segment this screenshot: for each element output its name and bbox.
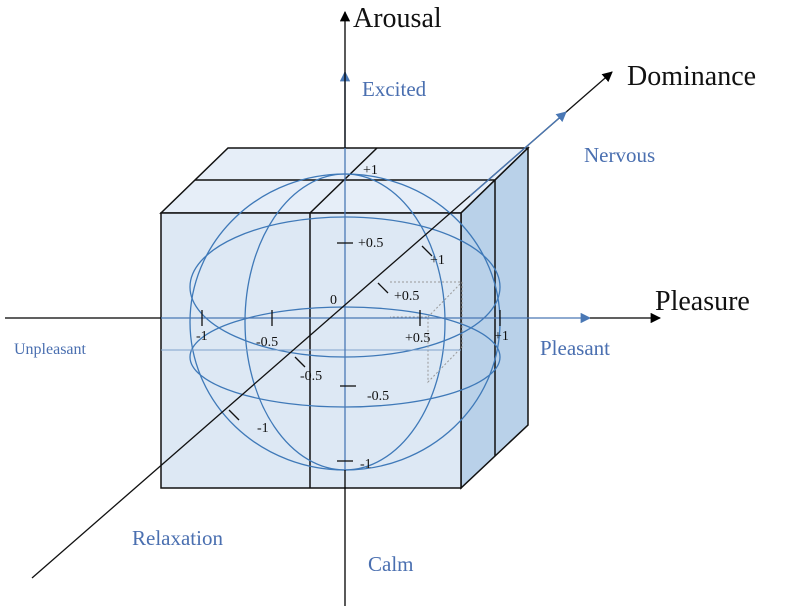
tick-label-dominance-neg1: -1 bbox=[257, 421, 269, 436]
tick-label-pleasure-pos1: +1 bbox=[494, 329, 509, 344]
label-calm: Calm bbox=[368, 552, 414, 576]
tick-label-arousal-neg05: -0.5 bbox=[367, 389, 389, 404]
tick-label-dominance-pos1: +1 bbox=[430, 253, 445, 268]
cube-top-depth-line bbox=[309, 147, 378, 214]
label-relaxation: Relaxation bbox=[132, 526, 223, 550]
tick-label-arousal-neg1: -1 bbox=[360, 457, 372, 472]
tick-label-arousal-zero: 0 bbox=[330, 293, 337, 308]
tick-marks bbox=[201, 242, 501, 462]
projection-box-diag bbox=[427, 281, 463, 318]
label-pleasant: Pleasant bbox=[540, 336, 610, 360]
label-excited: Excited bbox=[362, 77, 427, 101]
projection-box bbox=[390, 281, 463, 384]
pleasure-axis-title: Pleasure bbox=[655, 286, 750, 317]
dominance-axis-title: Dominance bbox=[627, 61, 756, 92]
tick-label-arousal-pos05: +0.5 bbox=[358, 236, 383, 251]
tick-label-pleasure-pos05: +0.5 bbox=[405, 331, 430, 346]
tick-dominance-neg05 bbox=[294, 356, 306, 368]
tick-dominance-neg1 bbox=[228, 409, 240, 421]
tick-label-pleasure-neg1: -1 bbox=[196, 329, 208, 344]
tick-label-dominance-neg05: -0.5 bbox=[300, 369, 322, 384]
label-nervous: Nervous bbox=[584, 143, 655, 167]
arousal-axis-title: Arousal bbox=[353, 3, 442, 34]
tick-dominance-pos05 bbox=[377, 282, 389, 294]
label-unpleasant: Unpleasant bbox=[14, 341, 87, 358]
tick-label-arousal-pos1: +1 bbox=[363, 163, 378, 178]
tick-label-dominance-pos05: +0.5 bbox=[394, 289, 419, 304]
tick-label-pleasure-neg05: -0.5 bbox=[256, 335, 278, 350]
tick-dominance-pos1 bbox=[421, 245, 433, 257]
dominance-axis-blue bbox=[469, 111, 567, 197]
